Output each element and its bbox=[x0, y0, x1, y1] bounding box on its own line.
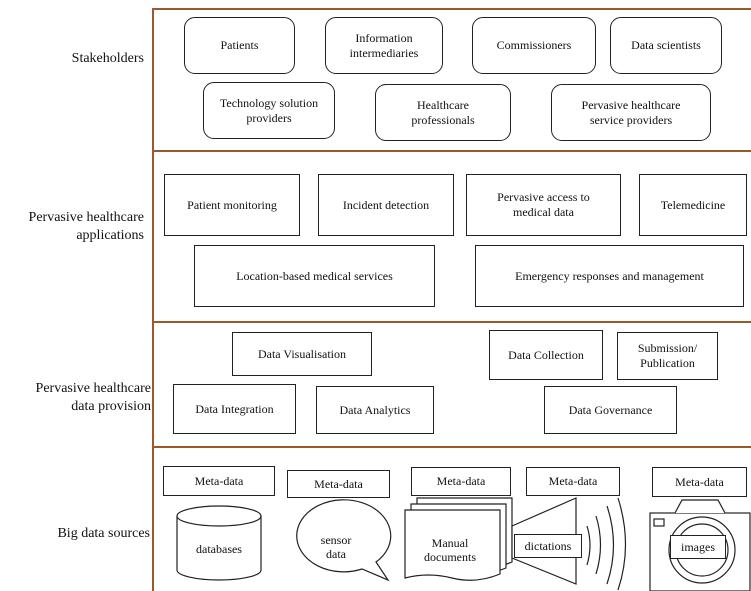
app-telemedicine: Telemedicine bbox=[639, 174, 747, 236]
app-patient-monitoring: Patient monitoring bbox=[164, 174, 300, 236]
database-icon bbox=[176, 505, 262, 581]
provision-data-analytics: Data Analytics bbox=[316, 386, 434, 434]
metadata-sensor: Meta-data bbox=[287, 470, 390, 498]
app-location-based-medical-services: Location-based medical services bbox=[194, 245, 435, 307]
layer-label-stakeholders: Stakeholders bbox=[71, 51, 144, 66]
stakeholder-healthcare-professionals: Healthcare professionals bbox=[375, 84, 511, 141]
source-sensor-data-label: sensor data bbox=[320, 533, 352, 561]
layer-label-applications: Pervasive healthcare applications bbox=[28, 210, 144, 243]
metadata-databases: Meta-data bbox=[163, 466, 275, 496]
provision-submission-publication: Submission/ Publication bbox=[617, 332, 718, 380]
layer-label-data-provision: Pervasive healthcare data provision bbox=[35, 381, 151, 414]
stakeholder-information-intermediaries: Information intermediaries bbox=[325, 17, 443, 74]
metadata-images: Meta-data bbox=[652, 467, 747, 497]
stakeholder-commissioners: Commissioners bbox=[472, 17, 596, 74]
source-images-label: images bbox=[670, 535, 726, 559]
app-emergency-responses: Emergency responses and management bbox=[475, 245, 744, 307]
provision-data-collection: Data Collection bbox=[489, 330, 603, 380]
layer-divider-2 bbox=[152, 321, 751, 323]
layer-label-big-data-sources: Big data sources bbox=[57, 526, 150, 541]
metadata-dictations: Meta-data bbox=[526, 467, 620, 496]
stakeholder-data-scientists: Data scientists bbox=[610, 17, 722, 74]
layer-divider-3 bbox=[152, 446, 751, 448]
layer-divider-top bbox=[152, 8, 751, 10]
layer-frame-left bbox=[152, 8, 154, 591]
source-databases-label: databases bbox=[196, 542, 242, 556]
source-dictations-label: dictations bbox=[514, 534, 582, 558]
provision-data-governance: Data Governance bbox=[544, 386, 677, 434]
documents-stack-icon bbox=[404, 497, 513, 581]
provision-data-visualisation: Data Visualisation bbox=[232, 332, 372, 376]
stakeholder-technology-solution-providers: Technology solution providers bbox=[203, 82, 335, 139]
metadata-manual-documents: Meta-data bbox=[411, 467, 511, 496]
speech-bubble-icon bbox=[296, 499, 392, 582]
source-manual-documents-label: Manual documents bbox=[424, 536, 476, 564]
layer-divider-1 bbox=[152, 150, 751, 152]
app-incident-detection: Incident detection bbox=[318, 174, 454, 236]
app-pervasive-access-medical-data: Pervasive access to medical data bbox=[466, 174, 621, 236]
stakeholder-patients: Patients bbox=[184, 17, 295, 74]
provision-data-integration: Data Integration bbox=[173, 384, 296, 434]
stakeholder-pervasive-healthcare-service-providers: Pervasive healthcare service providers bbox=[551, 84, 711, 141]
